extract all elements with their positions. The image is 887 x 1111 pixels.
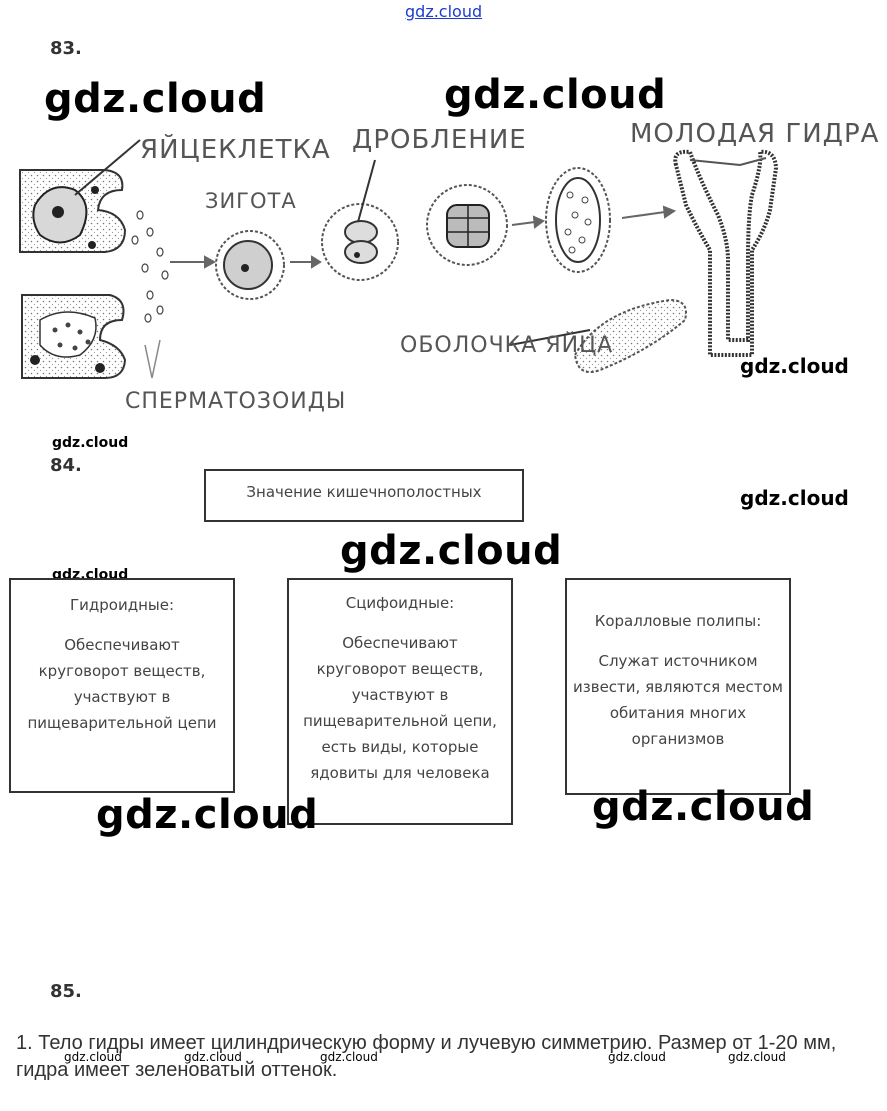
task-85-number: 85. [50, 981, 82, 1002]
box-hydroids-title: Гидроидные: [69, 596, 175, 614]
task-85-answer: 1. Тело гидры имеет цилиндрическую форму… [16, 1032, 837, 1081]
watermark-top[interactable]: gdz.cloud [405, 2, 483, 21]
sperm-cells [131, 210, 169, 323]
box-hydroids-body: Обеспечивают круговорот веществ, участву… [27, 636, 217, 732]
label-cleavage: ДРОБЛЕНИЕ [352, 125, 527, 155]
watermark-4: gdz.cloud [52, 435, 129, 451]
watermark-3: gdz.cloud [740, 354, 849, 378]
label-young-hydra: МОЛОДАЯ ГИДРА [630, 119, 879, 149]
box-scyphoids-body: Обеспечивают круговорот веществ, участву… [303, 634, 497, 782]
box-corals-title: Коралловые полипы: [594, 612, 762, 630]
box-corals: Коралловые полипы: Служат источником изв… [565, 578, 791, 795]
watermark-6: gdz.cloud [340, 528, 563, 574]
header-box: Значение кишечнополостных [204, 469, 524, 522]
watermark-12: gdz.cloud [320, 1050, 378, 1064]
watermark-2: gdz.cloud [444, 72, 667, 118]
task-83-number: 83. [50, 38, 82, 59]
watermark-9: gdz.cloud [592, 784, 815, 830]
box-hydroids: Гидроидные: Обеспечивают круговорот веще… [9, 578, 235, 793]
two-cell-drawing [321, 203, 399, 281]
zygote-drawing [215, 230, 285, 300]
egg-shell-drawing [509, 298, 687, 374]
ovary-drawing [19, 139, 141, 253]
label-zygote: ЗИГОТА [205, 189, 297, 213]
watermark-14: gdz.cloud [728, 1050, 786, 1064]
box-corals-body: Служат источником извести, являются мест… [573, 652, 783, 748]
label-egg-cell: ЯЙЦЕКЛЕТКА [140, 133, 331, 165]
label-egg-shell: ОБОЛОЧКА ЯЙЦА [400, 332, 613, 358]
watermark-8: gdz.cloud [96, 792, 319, 838]
header-text: Значение кишечнополостных [246, 483, 482, 501]
box-scyphoids: Сцифоидные: Обеспечивают круговорот веще… [287, 578, 513, 825]
watermark-1: gdz.cloud [44, 76, 267, 122]
testis-drawing [21, 294, 161, 379]
box-scyphoids-title: Сцифоидные: [345, 594, 455, 612]
watermark-11: gdz.cloud [184, 1050, 242, 1064]
task-84-number: 84. [50, 455, 82, 476]
cleavage-drawing [426, 184, 508, 266]
blastula-drawing [545, 167, 611, 273]
watermark-13: gdz.cloud [608, 1050, 666, 1064]
label-sperm: СПЕРМАТОЗОИДЫ [125, 389, 346, 414]
watermark-10: gdz.cloud [64, 1050, 122, 1064]
watermark-5: gdz.cloud [740, 486, 849, 510]
hydra-development-diagram: ЯЙЦЕКЛЕТКА ДРОБЛЕНИЕ МОЛОДАЯ ГИДРА ЗИГОТ… [19, 119, 879, 414]
young-hydra-drawing [673, 149, 779, 357]
